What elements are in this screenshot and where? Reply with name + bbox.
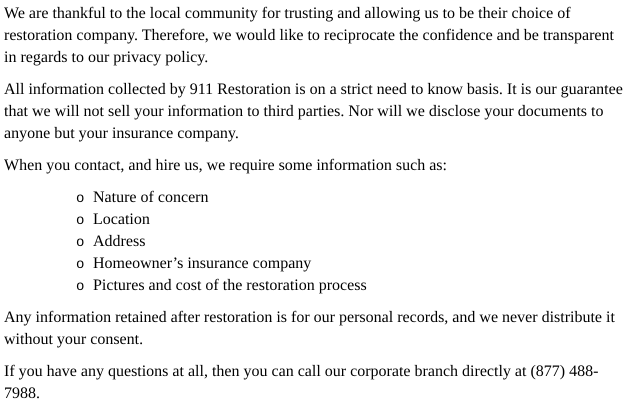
required-info-list: o Nature of concern o Location o Address…	[4, 187, 623, 297]
circle-bullet-icon: o	[76, 257, 85, 273]
list-item-label: Address	[93, 233, 146, 250]
intro-paragraph: We are thankful to the local community f…	[4, 5, 614, 66]
list-item-label: Pictures and cost of the restoration pro…	[93, 277, 367, 294]
contact-paragraph: If you have any questions at all, then y…	[4, 363, 599, 402]
list-item: o Pictures and cost of the restoration p…	[4, 275, 623, 297]
circle-bullet-icon: o	[76, 279, 85, 295]
list-item: o Nature of concern	[4, 187, 623, 209]
guarantee-paragraph: All information collected by 911 Restora…	[4, 81, 623, 142]
list-item-label: Location	[93, 211, 150, 228]
list-intro-paragraph: When you contact, and hire us, we requir…	[4, 157, 447, 174]
circle-bullet-icon: o	[76, 235, 85, 251]
circle-bullet-icon: o	[76, 191, 85, 207]
list-item: o Address	[4, 231, 623, 253]
list-item: o Location	[4, 209, 623, 231]
records-paragraph: Any information retained after restorati…	[4, 309, 615, 348]
list-item-label: Homeowner’s insurance company	[93, 255, 312, 272]
list-item-label: Nature of concern	[93, 189, 209, 206]
circle-bullet-icon: o	[76, 213, 85, 229]
list-item: o Homeowner’s insurance company	[4, 253, 623, 275]
